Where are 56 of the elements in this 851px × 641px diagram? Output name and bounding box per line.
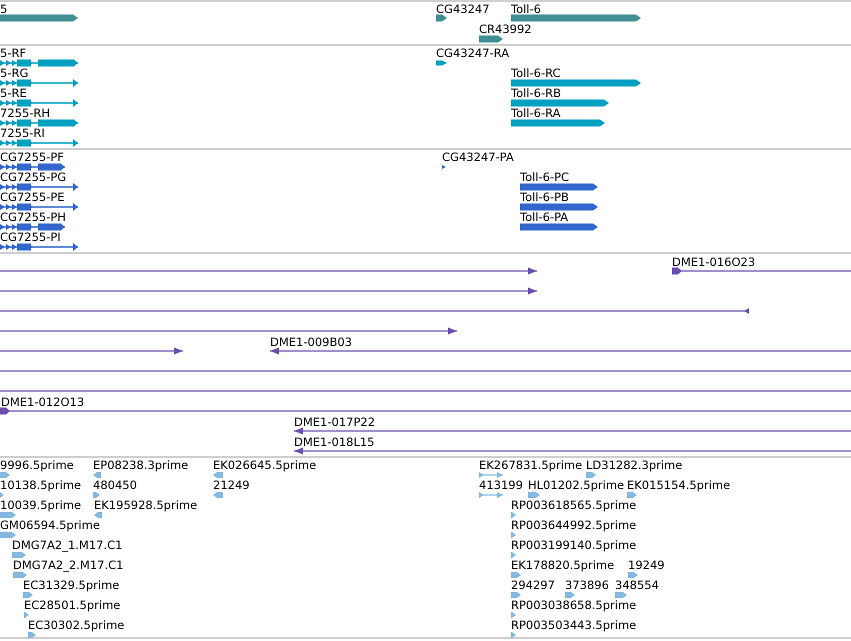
feature-label: CG43247-RA — [436, 47, 510, 60]
feature-label: EK267831.5prime — [479, 459, 582, 472]
feature-label: CG7255-PE — [0, 191, 65, 204]
feature-label: 7255-RH — [0, 107, 50, 120]
feature-label: DME1-018L15 — [294, 436, 374, 449]
feature-label: Toll-6-RC — [511, 67, 561, 80]
feature-label: EC28501.5prime — [24, 599, 120, 612]
feature-label: CG7255-PG — [0, 171, 66, 184]
feature-label: Toll-6-PB — [520, 191, 569, 204]
feature-label: EP08238.3prime — [93, 459, 188, 472]
feature-label: CG43247 — [436, 3, 490, 16]
feature-label: 294297 — [511, 579, 555, 592]
feature-label: Toll-6-RB — [511, 87, 561, 100]
feature-label: 9996.5prime — [0, 459, 74, 472]
feature-label: Toll-6-RA — [511, 107, 561, 120]
feature-label: 21249 — [213, 479, 250, 492]
feature-label: DME1-012O13 — [1, 396, 84, 409]
feature-label: RP003199140.5prime — [511, 539, 636, 552]
feature-label: RP003503443.5prime — [511, 619, 636, 632]
feature-label: HL01202.5prime — [528, 479, 624, 492]
feature-label: EK195928.5prime — [94, 499, 198, 512]
feature-label: RP003038658.5prime — [511, 599, 636, 612]
feature-label: EC30302.5prime — [28, 619, 124, 632]
feature-label: 348554 — [615, 579, 659, 592]
feature-label: Toll-6-PC — [520, 171, 570, 184]
feature-label: CR43992 — [479, 23, 532, 36]
feature-label: DME1-009B03 — [270, 336, 352, 349]
feature-label: EC31329.5prime — [23, 579, 120, 592]
feature-label: 10138.5prime — [0, 479, 82, 492]
feature-label: RP003644992.5prime — [511, 519, 636, 532]
feature-label: LD31282.3prime — [586, 459, 682, 472]
feature-label: CG7255-PI — [0, 231, 61, 244]
feature-label: CG7255-PF — [0, 151, 64, 164]
feature-label: 5-RE — [0, 87, 27, 100]
feature-label: DMG7A2_2.M17.C1 — [13, 559, 124, 572]
feature-label: RP003618565.5prime — [511, 499, 636, 512]
feature-label: CG7255-PH — [0, 211, 66, 224]
feature-label: 5 — [0, 3, 8, 16]
feature-label: 413199 — [479, 479, 523, 492]
feature-label: 373896 — [565, 579, 609, 592]
feature-label: EK026645.5prime — [213, 459, 316, 472]
feature-label: 480450 — [93, 479, 137, 492]
feature-label: 5-RF — [0, 47, 26, 60]
feature-label: GM06594.5prime — [0, 519, 100, 532]
feature-label: EK178820.5prime — [511, 559, 614, 572]
feature-label: Toll-6 — [511, 3, 541, 16]
feature-label: DMG7A2_1.M17.C1 — [12, 539, 122, 552]
feature-label: 19249 — [628, 559, 665, 572]
feature-label: CG43247-PA — [442, 151, 514, 164]
feature-label: DME1-016O23 — [672, 256, 756, 269]
feature-label: Toll-6-PA — [520, 211, 568, 224]
feature-label: DME1-017P22 — [294, 416, 376, 429]
feature-label: 5-RG — [0, 67, 28, 80]
feature-label: EK015154.5prime — [627, 479, 730, 492]
feature-label: 7255-RI — [0, 127, 45, 140]
feature-label: 10039.5prime — [0, 499, 82, 512]
